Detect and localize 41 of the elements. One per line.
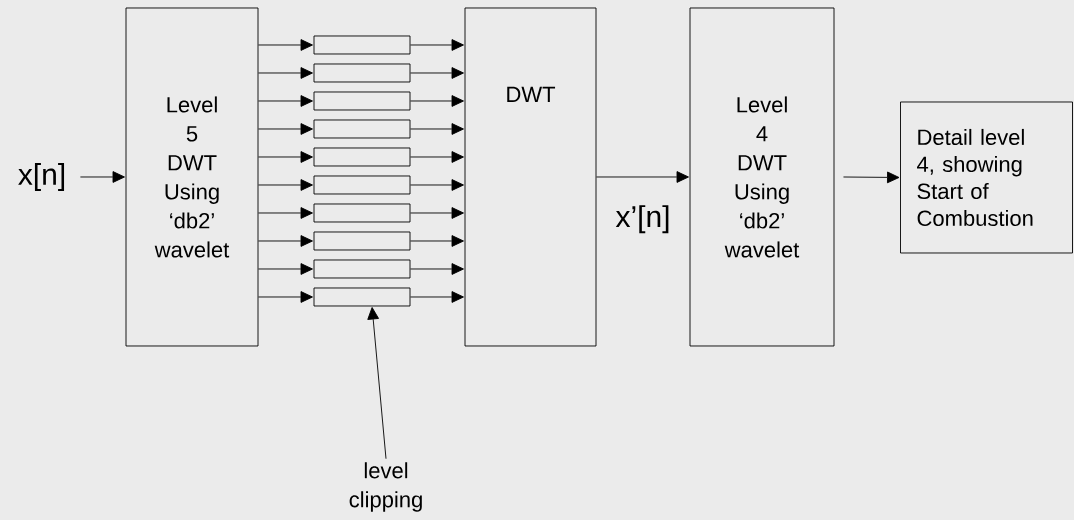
arrow — [258, 235, 313, 247]
arrow — [258, 179, 313, 191]
clipping-box — [313, 147, 411, 167]
input-label: x[n] — [18, 163, 65, 191]
arrow — [258, 123, 313, 135]
arrow — [410, 235, 464, 247]
arrow — [258, 263, 313, 275]
clipping-box — [313, 203, 411, 223]
arrow — [410, 291, 464, 303]
annotation-text: level clipping — [349, 462, 422, 512]
arrow — [258, 151, 313, 163]
arrow — [410, 263, 464, 275]
arrow — [596, 171, 689, 183]
arrow — [410, 207, 464, 219]
arrow — [410, 67, 464, 79]
clipping-box — [313, 231, 411, 251]
arrow — [258, 67, 313, 79]
clipping-box — [313, 63, 411, 83]
process-box: Level 4 DWT Using ‘db2’ wavelet — [689, 7, 835, 347]
edge-label: x’[n] — [613, 203, 673, 236]
arrow — [410, 123, 464, 135]
arrow — [258, 291, 313, 303]
process-box: Level 5 DWT Using ‘db2’ wavelet — [125, 7, 259, 347]
arrow — [258, 95, 313, 107]
arrow — [258, 207, 313, 219]
arrow — [410, 39, 464, 51]
arrow — [410, 151, 464, 163]
clipping-box — [313, 91, 411, 111]
arrow — [410, 179, 464, 191]
arrow — [843, 171, 900, 184]
arrow — [258, 39, 313, 51]
output-box: Detail level 4, showing Start of Combustion — [900, 101, 1073, 254]
process-box: DWT — [464, 7, 597, 347]
clipping-box — [313, 119, 411, 139]
clipping-box — [313, 259, 411, 279]
arrow — [79, 171, 125, 183]
arrow — [410, 95, 464, 107]
clipping-box — [313, 287, 411, 307]
arrow — [367, 307, 387, 460]
clipping-box — [313, 35, 411, 55]
clipping-box — [313, 175, 411, 195]
